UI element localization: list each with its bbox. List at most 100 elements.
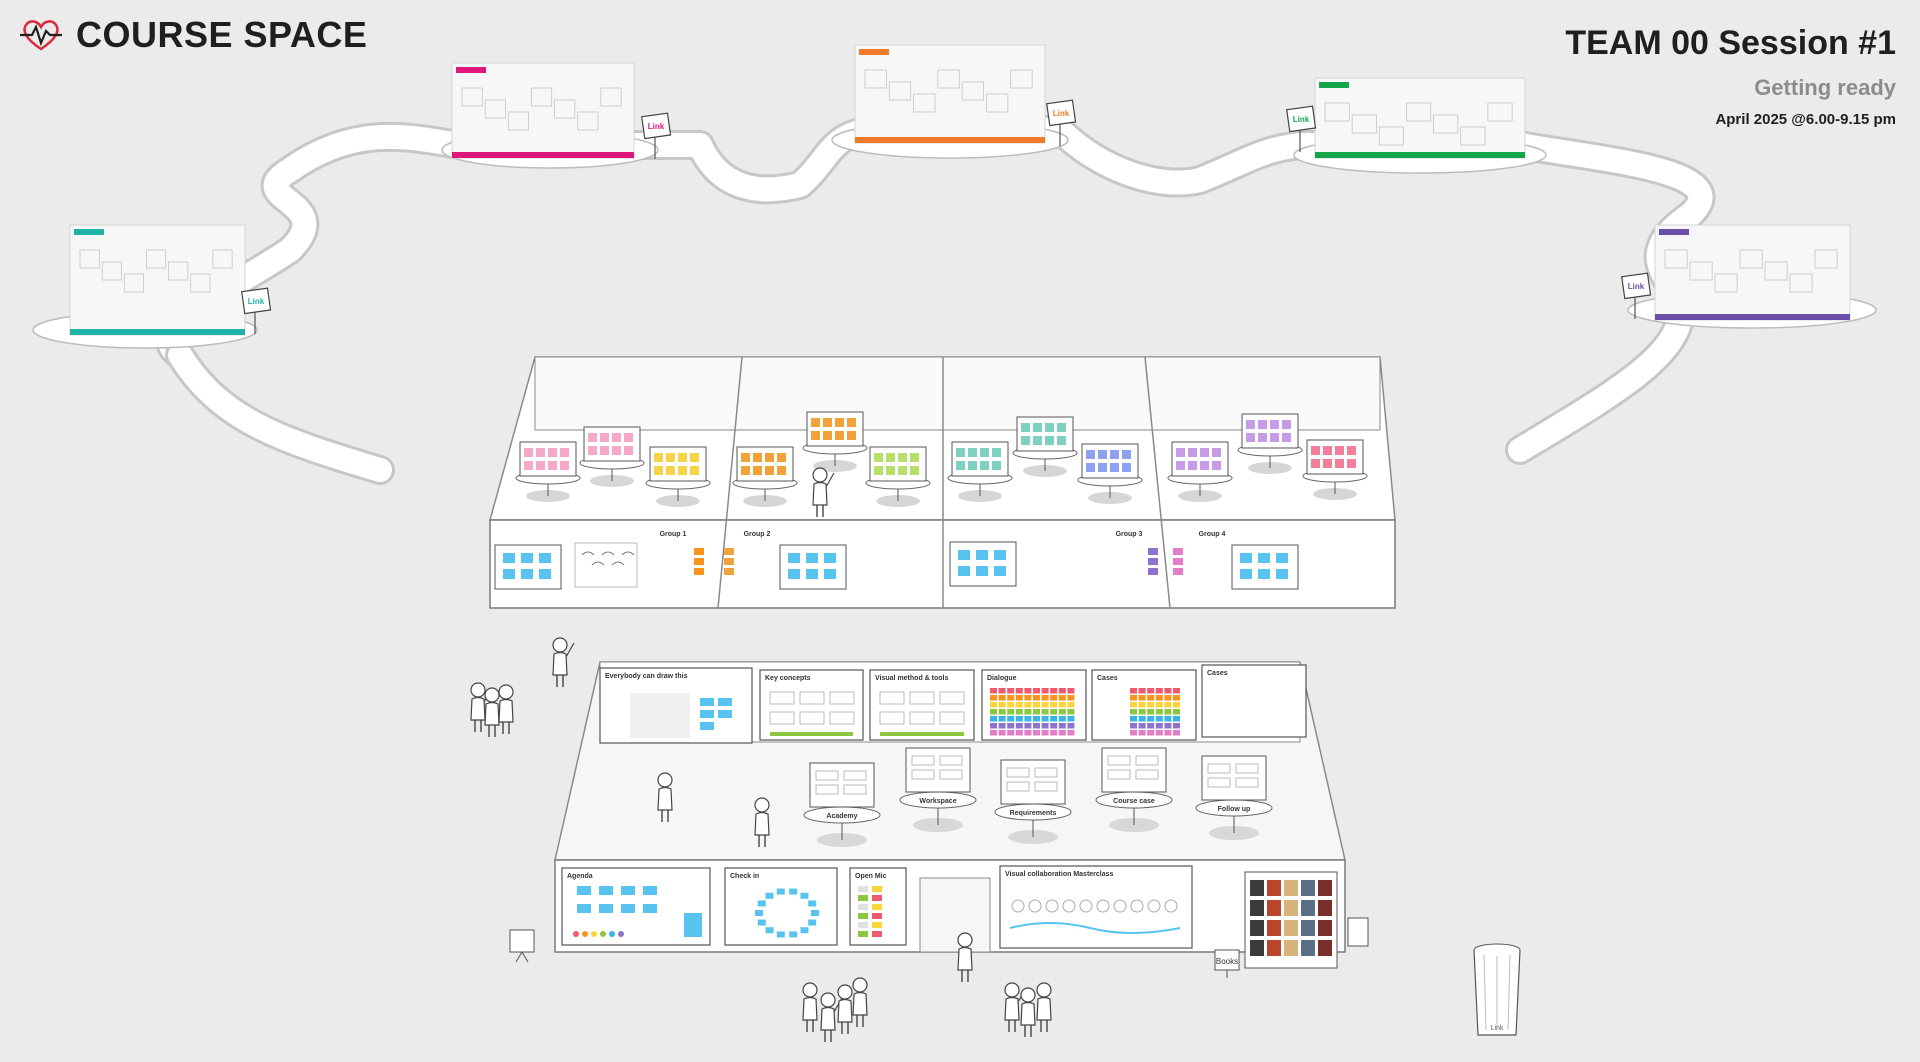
bin-label: Link <box>1491 1025 1504 1032</box>
wall-board-2[interactable]: Key concepts <box>759 669 864 741</box>
group-table[interactable] <box>802 411 868 472</box>
group-table[interactable] <box>1237 413 1303 474</box>
group-rooms: Group 1 Group 2 Group 3 Group 4 <box>489 356 1396 609</box>
group-board[interactable] <box>949 541 1017 587</box>
station-label: Requirements <box>1010 810 1057 817</box>
page-subtitle: Getting ready <box>1754 75 1896 100</box>
wall-board-1[interactable]: Everybody can draw this <box>599 667 753 744</box>
wall-board-6[interactable]: Cases <box>1201 664 1307 738</box>
group-board[interactable] <box>1231 544 1299 590</box>
link-sign[interactable]: Link <box>1286 105 1317 152</box>
front-board-1[interactable]: Agenda <box>561 867 711 946</box>
link-sign[interactable]: Link <box>1046 99 1077 146</box>
station-5[interactable]: Follow up <box>1195 755 1273 840</box>
link-label: Link <box>1293 115 1310 124</box>
person-figure <box>1036 982 1052 1032</box>
station-label: Academy <box>826 813 857 820</box>
easel-icon <box>509 917 1369 963</box>
link-sign[interactable]: Link <box>241 287 272 334</box>
group-table[interactable] <box>1012 416 1078 477</box>
front-board-2[interactable]: Check in <box>724 867 838 946</box>
group-table[interactable] <box>732 446 798 507</box>
wall-board-5[interactable]: Cases <box>1091 669 1197 741</box>
group-table[interactable] <box>1167 441 1233 502</box>
wall-board-title: Dialogue <box>987 675 1017 682</box>
station-4[interactable]: Course case <box>1095 747 1173 832</box>
group-board[interactable] <box>779 544 847 590</box>
link-sign[interactable]: Link <box>1621 272 1652 319</box>
wall-board-title: Key concepts <box>765 675 811 682</box>
sticky-note-stack[interactable] <box>1173 548 1183 575</box>
session-board-5[interactable]: Link <box>1621 224 1877 329</box>
group-label-1: Group 1 <box>660 531 687 538</box>
bin-icon[interactable]: Link <box>1473 943 1521 1036</box>
station-label: Follow up <box>1218 806 1251 813</box>
sketch-board[interactable] <box>574 542 638 588</box>
group-label-3: Group 3 <box>1116 531 1143 538</box>
session-board-1[interactable]: Link <box>32 224 272 349</box>
front-board-4[interactable]: Visual collaboration Masterclass <box>999 865 1193 949</box>
station-label: Course case <box>1113 798 1155 805</box>
front-board-title: Check in <box>730 873 759 880</box>
person-figure <box>1004 982 1027 1032</box>
brand-logo: COURSE SPACE <box>18 14 367 56</box>
link-label: Link <box>1628 282 1645 291</box>
books-sign[interactable]: Books <box>1214 949 1240 978</box>
wall-board-title: Cases <box>1207 670 1228 677</box>
sticky-note-stack[interactable] <box>724 548 734 575</box>
brand-title: COURSE SPACE <box>76 14 368 55</box>
session-board-3[interactable]: Link <box>831 44 1077 159</box>
front-board-title: Visual collaboration Masterclass <box>1005 871 1114 878</box>
pulse-heart-icon <box>20 20 62 51</box>
group-table[interactable] <box>645 446 711 507</box>
link-label: Link <box>648 122 665 131</box>
person-figure <box>470 682 493 732</box>
wall-board-4[interactable]: Dialogue <box>981 669 1087 741</box>
wall-board-title: Cases <box>1097 675 1118 682</box>
sticky-note-stack[interactable] <box>1148 548 1158 575</box>
session-header: TEAM 00 Session #1 Getting ready April 2… <box>1565 24 1896 128</box>
person-figure <box>802 982 818 1032</box>
station-3[interactable]: Requirements <box>994 759 1072 844</box>
group-label-2: Group 2 <box>744 531 771 538</box>
session-board-4[interactable]: Link <box>1286 77 1547 174</box>
station-1[interactable]: Academy <box>803 762 881 847</box>
front-board-title: Agenda <box>567 873 593 880</box>
person-figure <box>837 984 853 1034</box>
person-figure <box>812 467 835 517</box>
wall-board-title: Everybody can draw this <box>605 673 688 680</box>
person-figure <box>484 687 500 737</box>
group-label-4: Group 4 <box>1199 531 1226 538</box>
page-title: TEAM 00 Session #1 <box>1565 24 1896 62</box>
group-table[interactable] <box>579 426 645 487</box>
book-shelf[interactable] <box>1244 871 1338 969</box>
person-figure <box>957 932 973 982</box>
wall-board-3[interactable]: Visual method & tools <box>869 669 975 741</box>
front-board-3[interactable]: Open Mic <box>849 867 907 946</box>
people-figures <box>470 467 1052 1042</box>
group-table[interactable] <box>865 446 931 507</box>
person-figure <box>552 637 575 687</box>
session-board-2[interactable]: Link <box>441 62 672 169</box>
link-label: Link <box>248 297 265 306</box>
station-2[interactable]: Workspace <box>899 747 977 832</box>
session-date: April 2025 @6.00-9.15 pm <box>1715 111 1896 128</box>
person-figure <box>1020 987 1036 1037</box>
group-board[interactable] <box>494 544 562 590</box>
books-label: Books <box>1216 957 1238 966</box>
sticky-note-stack[interactable] <box>694 548 704 575</box>
person-figure <box>657 772 673 822</box>
person-figure <box>852 977 868 1027</box>
station-label: Workspace <box>919 798 956 805</box>
group-table[interactable] <box>1302 439 1368 500</box>
person-figure <box>754 797 770 847</box>
wall-board-title: Visual method & tools <box>875 675 948 682</box>
link-sign[interactable]: Link <box>641 112 672 159</box>
group-table[interactable] <box>947 441 1013 502</box>
group-table[interactable] <box>515 441 581 502</box>
front-board-title: Open Mic <box>855 873 887 880</box>
group-table[interactable] <box>1077 443 1143 504</box>
